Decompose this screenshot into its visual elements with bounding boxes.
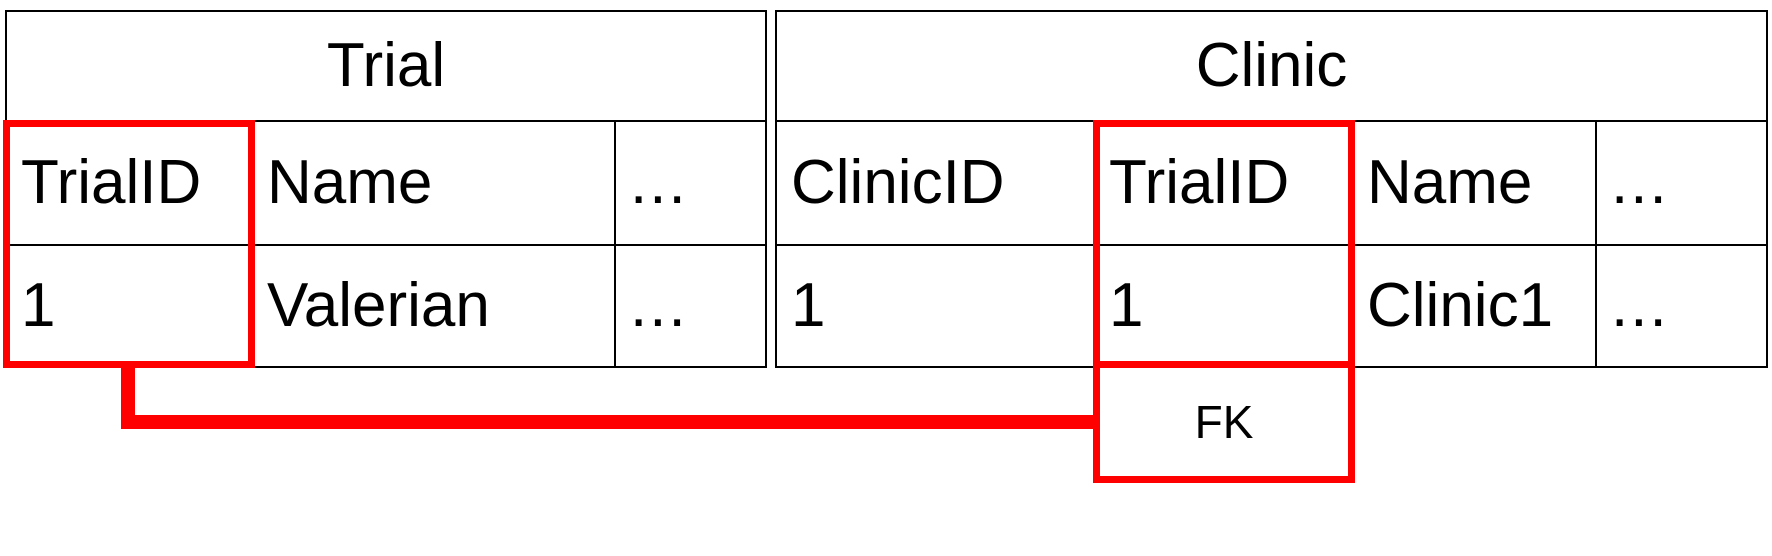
table-clinic-cell-more: ... (1611, 271, 1669, 340)
table-trial-header-trialid: TrialID (7, 122, 253, 244)
table-trial-title: Trial (7, 12, 765, 122)
table-clinic-cell-name: Clinic1 (1353, 246, 1597, 366)
table-row: 1 1 Clinic1 ... (777, 246, 1766, 366)
fk-label-text: FK (1194, 396, 1254, 448)
table-trial-header-more: ... (630, 148, 688, 217)
table-trial-cell-trialid: 1 (7, 246, 253, 366)
table-clinic-header-trialid: TrialID (1095, 122, 1353, 244)
table-trial-header-name: Name (253, 122, 616, 244)
table-clinic-header-row: ClinicID TrialID Name ... (777, 122, 1766, 246)
table-clinic-header-name: Name (1353, 122, 1597, 244)
table-trial-cell-name: Valerian (253, 246, 616, 366)
table-clinic-title: Clinic (777, 12, 1766, 122)
table-row: 1 Valerian ... (7, 246, 765, 366)
table-clinic-header-more: ... (1611, 148, 1669, 217)
table-trial: Trial TrialID Name ... 1 Valerian ... (5, 10, 767, 368)
table-trial-cell-more: ... (630, 271, 688, 340)
fk-label-box: FK (1093, 368, 1355, 483)
table-clinic-header-clinicid: ClinicID (777, 122, 1095, 244)
table-clinic-cell-trialid: 1 (1095, 246, 1353, 366)
table-trial-header-row: TrialID Name ... (7, 122, 765, 246)
table-clinic-cell-clinicid: 1 (777, 246, 1095, 366)
foreign-key-connector-path (121, 368, 1098, 429)
table-clinic: Clinic ClinicID TrialID Name ... 1 1 Cli… (775, 10, 1768, 368)
